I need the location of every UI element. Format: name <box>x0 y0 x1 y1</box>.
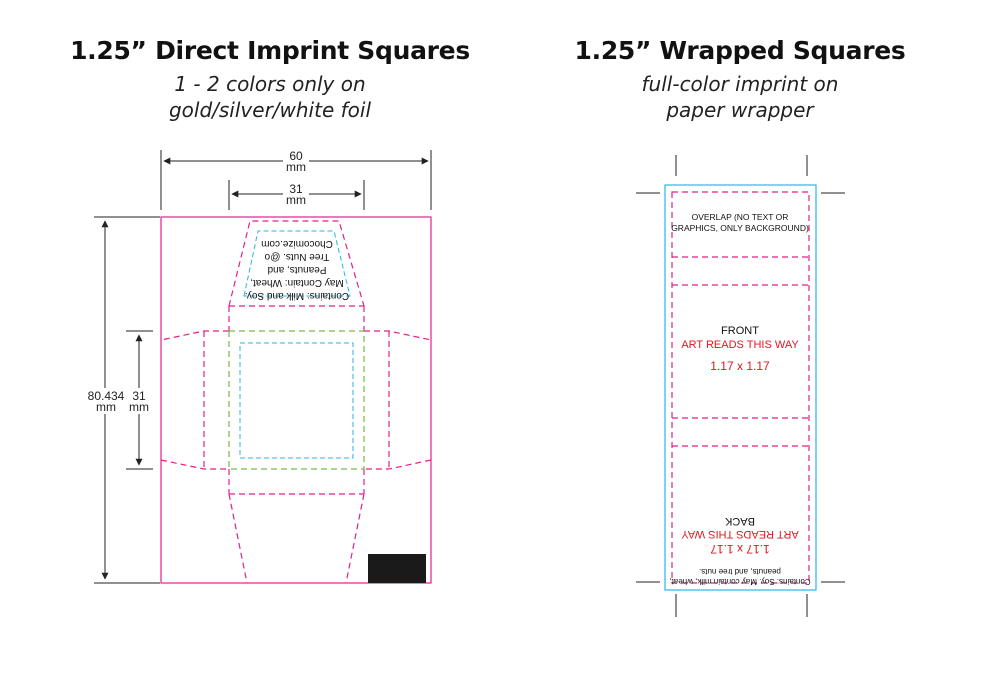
wrapped-squares-subtitle-line1: full-color imprint on <box>641 72 839 96</box>
front-label: FRONT <box>721 325 759 337</box>
direct-imprint-subtitle-line2: gold/silver/white foil <box>168 98 372 122</box>
front-art-direction: ART READS THIS WAY <box>681 339 799 351</box>
direct-imprint-header: 1.25” Direct Imprint Squares 1 - 2 color… <box>60 36 480 123</box>
face-fold-line <box>228 330 365 470</box>
wrapper-fold-lines <box>672 256 809 447</box>
bottom-flap-cut <box>228 469 365 584</box>
width-label-bg <box>283 148 309 174</box>
flap-ingredients-text: Contains: Milk and Soy. May Contain: Whe… <box>245 238 349 301</box>
wrapped-squares-title: 1.25” Wrapped Squares <box>574 36 906 65</box>
wrapper-bleed <box>664 184 817 591</box>
back-art-direction: ART READS THIS WAY <box>681 528 799 540</box>
height-dimension-value: 80.434 <box>88 389 125 403</box>
height-dimension-unit: mm <box>96 400 116 414</box>
wrapper-trim <box>671 191 810 584</box>
back-label: BACK <box>724 515 755 527</box>
flap-text-line4: Tree Nuts. @o <box>264 251 329 262</box>
ingredients-line1: Contains: Soy. May contain milk, wheat, <box>669 577 810 586</box>
width-dimension-unit: mm <box>286 160 306 174</box>
top-flap-cut <box>228 220 365 331</box>
width-dimension-value: 60 <box>289 149 303 163</box>
back-panel-text: Contains: Soy. May contain milk, wheat, … <box>669 515 810 586</box>
flap-text-line5: Chocomize.com <box>261 238 333 249</box>
direct-imprint-dieline: 60 mm 31 mm 80.434 mm 31 mm <box>86 148 432 584</box>
side-flaps-cut <box>160 330 432 470</box>
flap-text-line2: May Contain: Wheat, <box>250 277 343 288</box>
flap-text-line3: Peanuts, and <box>268 264 327 275</box>
inner-width-label-bg <box>283 181 309 207</box>
front-size: 1.17 x 1.17 <box>710 359 770 373</box>
wrapped-squares-subtitle-line2: paper wrapper <box>666 98 814 122</box>
side-dimension-value: 31 <box>132 389 146 403</box>
inner-width-dimension-value: 31 <box>289 182 303 196</box>
wrapper-dieline: OVERLAP (NO TEXT OR GRAPHICS, ONLY BACKG… <box>636 155 845 617</box>
side-dimension-unit: mm <box>129 400 149 414</box>
overlap-text-line2: GRAPHICS, ONLY BACKGROUND) <box>671 223 809 233</box>
direct-imprint-title: 1.25” Direct Imprint Squares <box>70 36 470 65</box>
wrapped-squares-header: 1.25” Wrapped Squares full-color imprint… <box>560 36 920 123</box>
imprint-safe-area <box>239 342 354 459</box>
back-size: 1.17 x 1.17 <box>710 542 770 556</box>
registration-block <box>368 554 426 583</box>
sheet-boundary <box>160 216 432 584</box>
ingredients-line2: peanuts, and tree nuts. <box>699 567 781 576</box>
crop-marks <box>636 155 845 617</box>
direct-imprint-subtitle-line1: 1 - 2 colors only on <box>174 72 366 96</box>
inner-width-dimension-unit: mm <box>286 193 306 207</box>
flap-text-line1: Contains: Milk and Soy. <box>245 290 349 301</box>
height-label-bg <box>86 388 126 414</box>
flap-text-safe-area <box>243 230 351 297</box>
side-label-bg <box>128 388 150 414</box>
overlap-text-line1: OVERLAP (NO TEXT OR <box>692 212 789 222</box>
